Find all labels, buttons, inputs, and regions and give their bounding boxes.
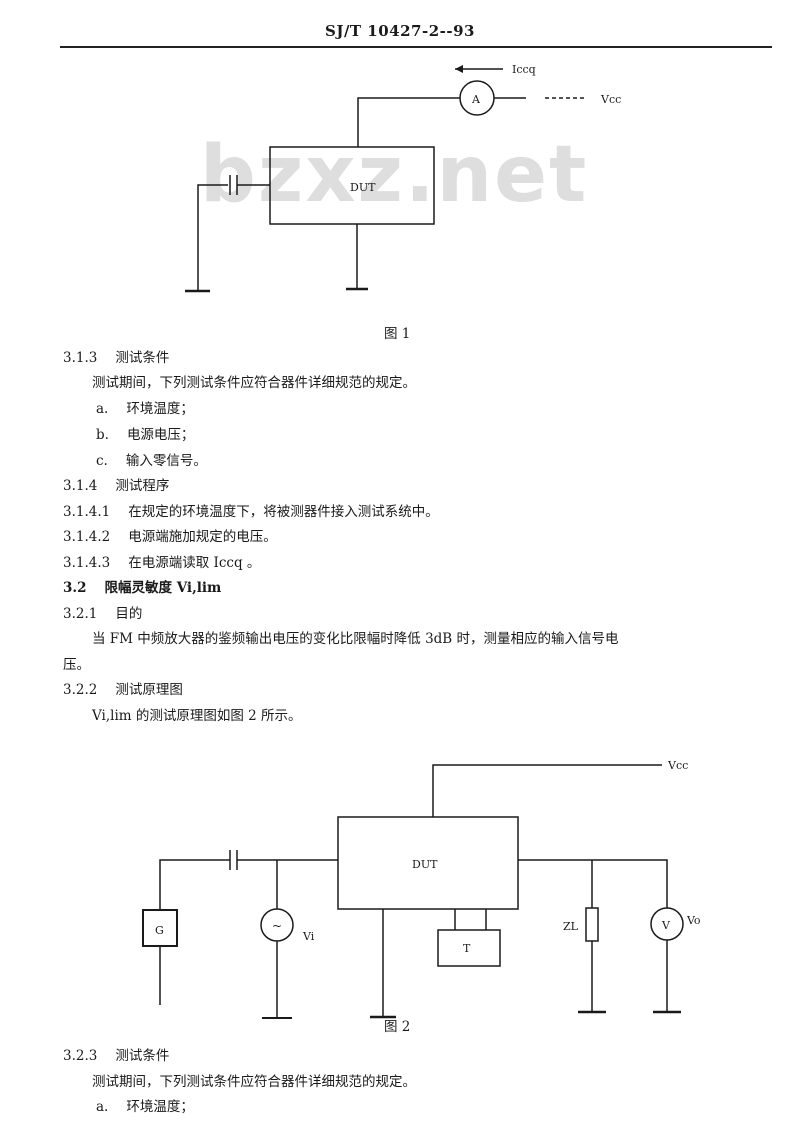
section-number: 3.2.2 bbox=[63, 682, 98, 698]
section-3-2-2-body: Vi,lim 的测试原理图如图 2 所示。 bbox=[92, 708, 302, 724]
section-3-2-1-body-line-1: 当 FM 中频放大器的鉴频输出电压的变化比限幅时降低 3dB 时，测量相应的输入… bbox=[92, 631, 619, 647]
section-number: 3.1.3 bbox=[63, 350, 98, 366]
input-meter-symbol: ~ bbox=[272, 919, 282, 933]
ammeter-label: A bbox=[471, 93, 481, 106]
section-title: 测试程序 bbox=[115, 478, 170, 494]
list-marker: c. bbox=[96, 453, 108, 469]
section-title: 限幅灵敏度 Vi,lim bbox=[104, 580, 222, 596]
figure-2-dut-label: DUT bbox=[412, 858, 438, 871]
figure-2-supply-label: Vcc bbox=[667, 759, 688, 772]
step-text: 在规定的环境温度下，将被测器件接入测试系统中。 bbox=[128, 504, 439, 520]
output-meter-symbol: V bbox=[661, 919, 671, 932]
list-item: a. 环境温度； bbox=[96, 1095, 194, 1115]
section-3-2-1-heading: 3.2.1 目的 bbox=[63, 602, 142, 622]
current-arrow-icon bbox=[455, 65, 463, 73]
load-label: ZL bbox=[563, 920, 579, 933]
auxiliary-block bbox=[437, 929, 501, 967]
list-text: 环境温度； bbox=[126, 1099, 194, 1115]
procedure-step: 3.1.4.3 在电源端读取 Iccq 。 bbox=[63, 551, 260, 571]
load-resistor-icon bbox=[585, 907, 599, 942]
step-number: 3.1.4.2 bbox=[63, 529, 111, 545]
figure-1-supply-label: Vcc bbox=[600, 93, 621, 106]
procedure-step: 3.1.4.1 在规定的环境温度下，将被测器件接入测试系统中。 bbox=[63, 500, 439, 520]
step-text: 电源端施加规定的电压。 bbox=[128, 529, 277, 545]
section-number: 3.1.4 bbox=[63, 478, 98, 494]
section-3-2-heading: 3.2 限幅灵敏度 Vi,lim bbox=[63, 576, 221, 596]
current-label: Iccq bbox=[512, 63, 536, 76]
section-3-2-3-heading: 3.2.3 测试条件 bbox=[63, 1044, 169, 1064]
figure-2-caption: 图 2 bbox=[384, 1019, 411, 1035]
step-number: 3.1.4.1 bbox=[63, 504, 111, 520]
list-marker: a. bbox=[96, 1099, 109, 1115]
section-3-2-2-heading: 3.2.2 测试原理图 bbox=[63, 678, 183, 698]
figure-1-dut-label: DUT bbox=[350, 181, 376, 194]
list-text: 输入零信号。 bbox=[125, 453, 207, 469]
list-text: 环境温度； bbox=[126, 401, 194, 417]
list-item: c. 输入零信号。 bbox=[96, 449, 207, 469]
section-number: 3.2.1 bbox=[63, 606, 98, 622]
section-number: 3.2 bbox=[63, 580, 87, 596]
figure-2-circuit-diagram: DUT G ~ Vi T ZL V Vo Vcc bbox=[142, 759, 701, 1019]
list-item: a. 环境温度； bbox=[96, 397, 194, 417]
watermark: bzxz.net bbox=[200, 130, 589, 220]
section-3-1-4-heading: 3.1.4 测试程序 bbox=[63, 474, 169, 494]
list-marker: a. bbox=[96, 401, 109, 417]
section-title: 测试条件 bbox=[115, 1048, 170, 1064]
section-3-1-3-intro: 测试期间，下列测试条件应符合器件详细规范的规定。 bbox=[92, 375, 416, 391]
section-title: 测试原理图 bbox=[115, 682, 183, 698]
signal-generator-icon bbox=[142, 909, 178, 947]
figure-1-caption: 图 1 bbox=[384, 326, 411, 342]
figure-2-dut-box bbox=[337, 816, 519, 910]
document-header-standard-id: SJ/T 10427-2--93 bbox=[325, 22, 475, 40]
section-number: 3.2.3 bbox=[63, 1048, 98, 1064]
list-text: 电源电压； bbox=[126, 427, 195, 443]
section-title: 目的 bbox=[115, 606, 143, 622]
section-3-2-3-intro: 测试期间，下列测试条件应符合器件详细规范的规定。 bbox=[92, 1074, 416, 1090]
output-voltage-label: Vo bbox=[686, 914, 701, 927]
figure-1-circuit-diagram: DUT A Iccq Vcc bbox=[185, 63, 621, 293]
list-item: b. 电源电压； bbox=[96, 423, 194, 443]
section-title: 测试条件 bbox=[115, 350, 170, 366]
step-text: 在电源端读取 Iccq 。 bbox=[128, 555, 261, 571]
section-3-2-1-body-line-2: 压。 bbox=[63, 657, 90, 673]
list-marker: b. bbox=[96, 427, 109, 443]
input-voltage-label: Vi bbox=[302, 930, 315, 943]
header-rule bbox=[60, 46, 772, 48]
procedure-step: 3.1.4.2 电源端施加规定的电压。 bbox=[63, 525, 277, 545]
aux-block-label: T bbox=[463, 942, 471, 955]
section-3-1-3-heading: 3.1.3 测试条件 bbox=[63, 346, 169, 366]
generator-label: G bbox=[155, 924, 164, 937]
step-number: 3.1.4.3 bbox=[63, 555, 111, 571]
